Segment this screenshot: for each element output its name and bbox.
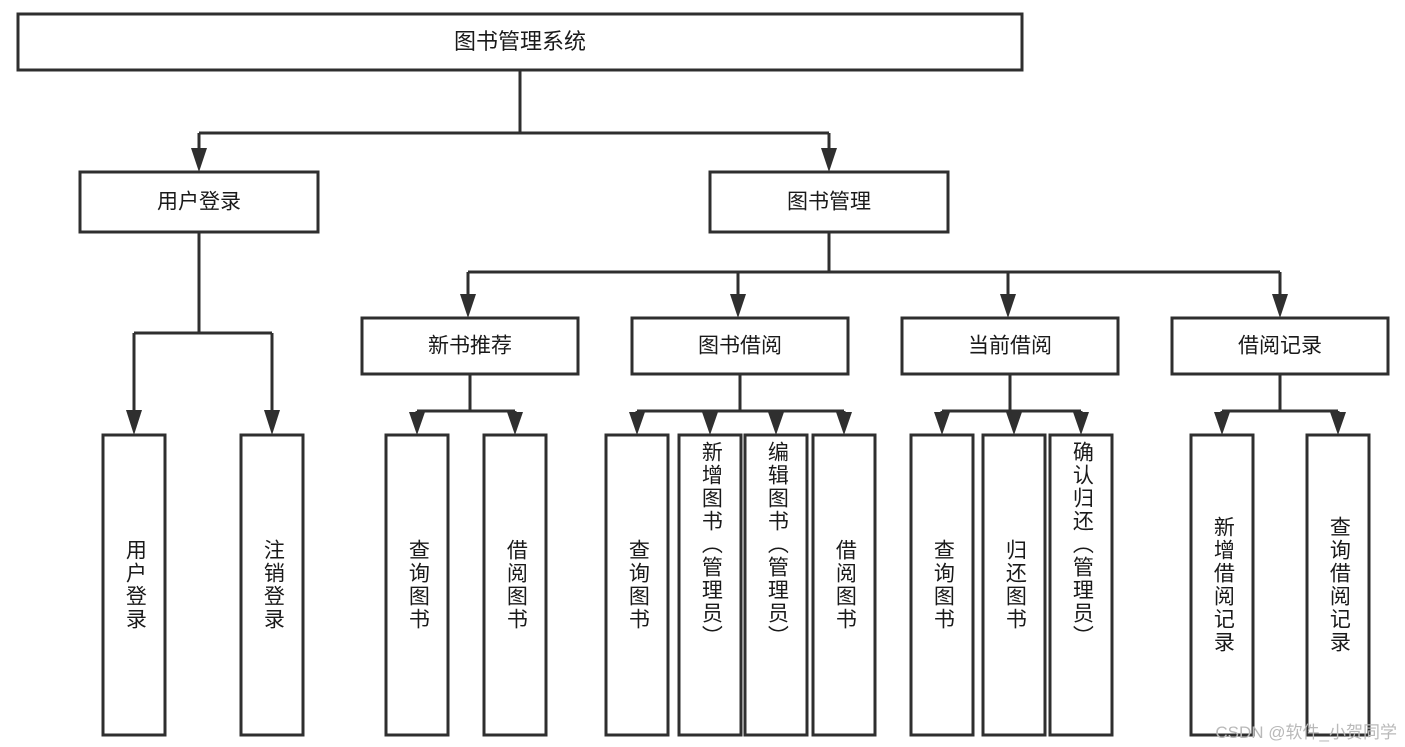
- watermark-text: CSDN @软件_小贺同学: [1215, 723, 1397, 742]
- node-user-login[interactable]: 用户登录: [78, 170, 320, 234]
- node-user-login-box[interactable]: [78, 170, 320, 234]
- connector-group-book-manage: [460, 232, 1288, 318]
- node-leaf-return-book-box[interactable]: [981, 433, 1047, 737]
- node-book-borrow-box[interactable]: [630, 316, 850, 376]
- node-root-box[interactable]: [16, 12, 1024, 72]
- node-leaf-confirm-return-box[interactable]: [1048, 433, 1114, 737]
- connector-group-user-login: [126, 232, 280, 435]
- node-leaf-add-record-box[interactable]: [1189, 433, 1255, 737]
- arrow-head-leaf-edit-book: [768, 412, 784, 435]
- arrow-head-user-login: [191, 148, 207, 172]
- node-borrow-record-box[interactable]: [1170, 316, 1390, 376]
- node-leaf-user-logout-box[interactable]: [239, 433, 305, 737]
- leaf-boxes: [101, 433, 1371, 737]
- node-borrow-record-label: 借阅记录: [1238, 335, 1322, 358]
- connector-group-borrow-record: [1214, 374, 1346, 435]
- node-leaf-query-book-1-box[interactable]: [384, 433, 450, 737]
- arrow-head-leaf-query-book-3: [934, 412, 950, 435]
- node-borrow-record[interactable]: 借阅记录: [1170, 316, 1390, 376]
- node-new-book-recommend-label: 新书推荐: [428, 335, 512, 358]
- node-leaf-borrow-book-1-box[interactable]: [482, 433, 548, 737]
- node-new-book-recommend-box[interactable]: [360, 316, 580, 376]
- arrow-head-book-borrow: [730, 294, 746, 318]
- node-leaf-user-login-box[interactable]: [101, 433, 167, 737]
- node-leaf-query-book-3-box[interactable]: [909, 433, 975, 737]
- connector-group-root: [191, 70, 837, 172]
- arrow-head-leaf-query-book-1: [409, 412, 425, 435]
- arrow-head-leaf-add-book: [702, 412, 718, 435]
- node-leaf-query-book-2-box[interactable]: [604, 433, 670, 737]
- node-current-borrow-box[interactable]: [900, 316, 1120, 376]
- arrow-head-leaf-borrow-book-2: [836, 412, 852, 435]
- node-book-manage-label: 图书管理: [787, 191, 871, 214]
- node-book-manage-box[interactable]: [708, 170, 950, 234]
- arrow-head-leaf-add-record: [1214, 412, 1230, 435]
- node-new-book-recommend[interactable]: 新书推荐: [360, 316, 580, 376]
- node-leaf-add-book-box[interactable]: [677, 433, 743, 737]
- arrow-head-leaf-user-logout: [264, 410, 280, 435]
- arrow-head-borrow-record: [1272, 294, 1288, 318]
- node-root-label: 图书管理系统: [454, 29, 586, 54]
- arrow-head-leaf-return-book: [1006, 412, 1022, 435]
- node-current-borrow-label: 当前借阅: [968, 335, 1052, 358]
- arrow-head-leaf-query-book-2: [629, 412, 645, 435]
- node-book-manage[interactable]: 图书管理: [708, 170, 950, 234]
- arrow-head-current-borrow: [1000, 294, 1016, 318]
- node-book-borrow-label: 图书借阅: [698, 335, 782, 358]
- arrow-head-leaf-query-record: [1330, 412, 1346, 435]
- arrow-head-new-book-recommend: [460, 294, 476, 318]
- node-book-borrow[interactable]: 图书借阅: [630, 316, 850, 376]
- arrow-head-leaf-borrow-book-1: [507, 412, 523, 435]
- connector-group-new-book-recommend: [409, 374, 523, 435]
- arrow-head-leaf-confirm-return: [1073, 412, 1089, 435]
- node-root[interactable]: 图书管理系统: [16, 12, 1024, 72]
- node-leaf-query-record-box[interactable]: [1305, 433, 1371, 737]
- connector-group-book-borrow: [629, 374, 852, 435]
- node-leaf-edit-book-box[interactable]: [743, 433, 809, 737]
- arrow-head-leaf-user-login: [126, 410, 142, 435]
- arrow-head-book-manage: [821, 148, 837, 172]
- node-leaf-borrow-book-2-box[interactable]: [811, 433, 877, 737]
- connector-group-current-borrow: [934, 374, 1089, 435]
- node-current-borrow[interactable]: 当前借阅: [900, 316, 1120, 376]
- node-user-login-label: 用户登录: [157, 191, 241, 214]
